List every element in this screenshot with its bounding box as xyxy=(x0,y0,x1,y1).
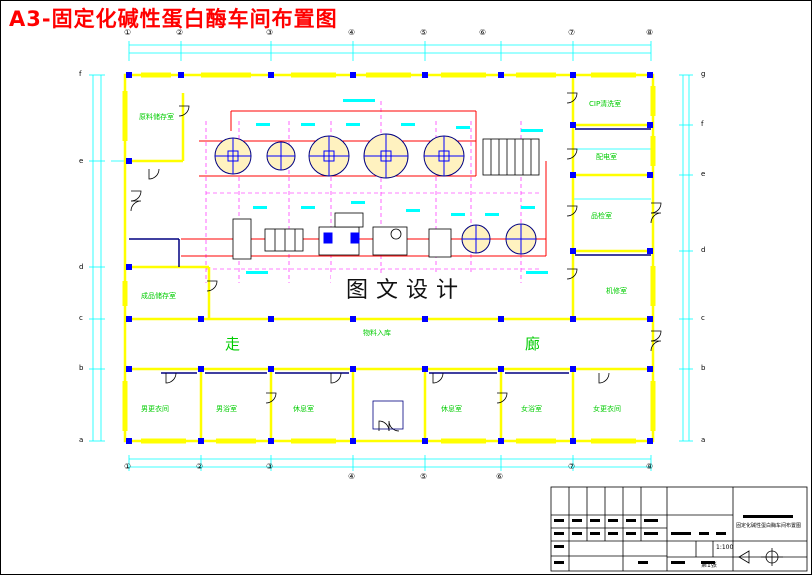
corridor-label-right: 廊 xyxy=(525,335,541,353)
axis-left-f: f xyxy=(79,70,82,78)
axis-bottom-2: ② xyxy=(196,462,204,471)
room-cip: CIP清洗室 xyxy=(589,100,622,108)
axis-left-c: c xyxy=(79,314,83,322)
drawing-title: A3-固定化碱性蛋白酶车间布置图 xyxy=(9,7,338,31)
axis-left-a: a xyxy=(79,436,84,444)
room-material-in: 物料入库 xyxy=(363,329,391,337)
partitions xyxy=(129,128,651,374)
axis-bottom-5: ⑤ xyxy=(420,472,428,481)
room-female-bath: 女浴室 xyxy=(521,405,542,413)
room-maintenance: 机修室 xyxy=(606,287,627,295)
axis-bottom-3: ③ xyxy=(266,462,274,471)
axis-right-f: f xyxy=(701,120,704,128)
axis-top-8: ⑧ xyxy=(646,28,654,37)
heat-exchanger xyxy=(482,138,540,176)
axis-right-g: g xyxy=(701,70,706,78)
room-rest-2: 休息室 xyxy=(441,405,462,413)
axis-top-7: ⑦ xyxy=(568,28,576,37)
room-raw-storage: 原料储存室 xyxy=(139,113,174,121)
room-male-locker: 男更衣间 xyxy=(141,405,169,413)
axis-top-1: ① xyxy=(124,28,132,37)
doors xyxy=(130,92,662,432)
equipment-bottom-inner xyxy=(323,224,536,254)
columns xyxy=(126,72,653,444)
equipment-bottom-row xyxy=(232,212,452,260)
axis-top-5: ⑤ xyxy=(420,28,428,37)
axis-left-b: b xyxy=(79,364,84,372)
axis-top-2: ② xyxy=(176,28,184,37)
axis-top-6: ⑥ xyxy=(479,28,487,37)
axis-bottom-4: ④ xyxy=(348,472,356,481)
title-block-sheet: 第1张 xyxy=(701,562,717,569)
axis-bottom-7: ⑦ xyxy=(568,462,576,471)
axis-bottom-1: ① xyxy=(124,462,132,471)
equipment-top-inner xyxy=(215,134,464,178)
room-female-locker: 女更衣间 xyxy=(593,405,621,413)
equipment-tags xyxy=(246,99,548,274)
title-block-drawing-name: 固定化碱性蛋白酶车间布置图 xyxy=(736,523,802,529)
axis-left-e: e xyxy=(79,157,84,165)
walls xyxy=(123,73,655,443)
axis-bottom-6: ⑥ xyxy=(496,472,504,481)
corridor-label-left: 走 xyxy=(225,335,241,353)
room-product-storage: 成品储存室 xyxy=(141,292,176,300)
axis-right-d: d xyxy=(701,246,706,254)
axis-right-a: a xyxy=(701,436,706,444)
room-power: 配电室 xyxy=(596,153,617,161)
axis-top-4: ④ xyxy=(348,28,356,37)
axis-right-e: e xyxy=(701,170,706,178)
axis-bottom-8: ⑧ xyxy=(646,462,654,471)
title-block-scale: 1:100 xyxy=(716,544,734,551)
axis-right-c: c xyxy=(701,314,705,322)
room-qc: 品检室 xyxy=(591,212,612,220)
room-rest-1: 休息室 xyxy=(293,405,314,413)
watermark: 图文设计 xyxy=(331,274,481,308)
windows xyxy=(122,72,656,444)
axis-left-d: d xyxy=(79,263,84,271)
axis-top-3: ③ xyxy=(266,28,274,37)
axis-right-b: b xyxy=(701,364,706,372)
room-male-bath: 男浴室 xyxy=(216,405,237,413)
